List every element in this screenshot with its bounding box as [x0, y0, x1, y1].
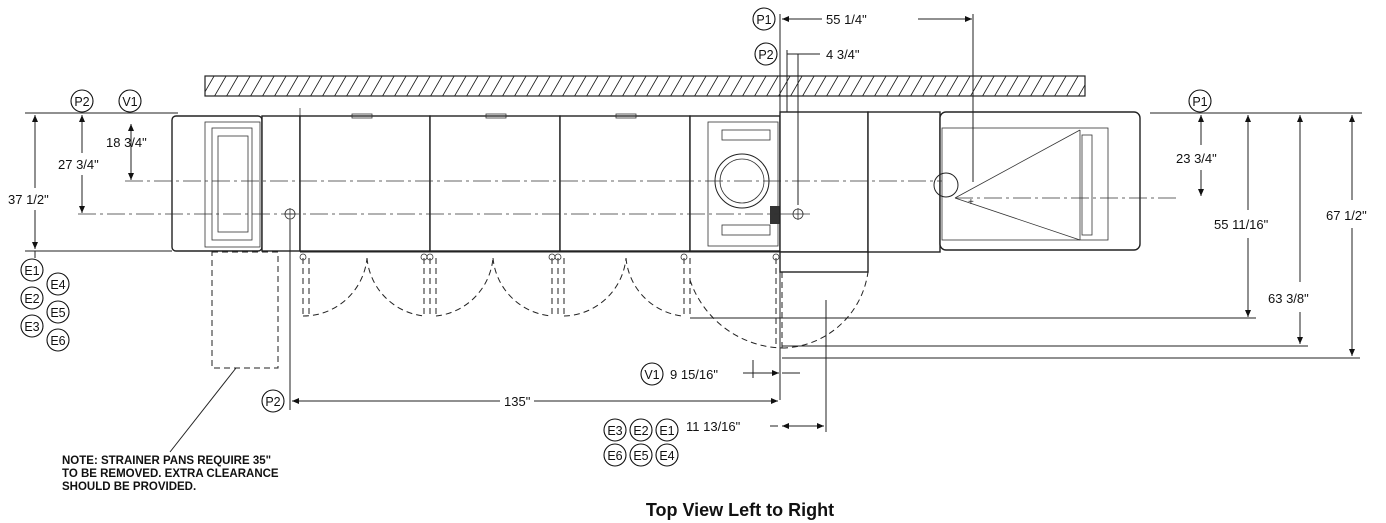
bubble-e4-bottom: E4 [659, 449, 674, 463]
bubble-e6-bottom: E6 [607, 449, 622, 463]
note-line-3: SHOULD BE PROVIDED. [62, 481, 197, 493]
bubble-e2-left: E2 [24, 292, 39, 306]
bubble-p2-left: P2 [74, 95, 89, 109]
note-line-1: NOTE: STRAINER PANS REQUIRE 35" [62, 455, 272, 467]
bubble-circles [20, 7, 1212, 467]
bubble-e3-bottom: E3 [607, 424, 622, 438]
bubble-v1-bottom: V1 [644, 368, 659, 382]
bubble-p2-top: P2 [758, 48, 773, 62]
bubble-labels: P1 P2 P2 V1 P1 E1 E4 E2 E5 E3 E6 V1 P2 E… [24, 13, 1207, 463]
bubble-p1-top: P1 [756, 13, 771, 27]
note-line-2: TO BE REMOVED. EXTRA CLEARANCE [62, 468, 279, 480]
bubble-p1-right: P1 [1192, 95, 1207, 109]
dim-18-3-4: 18 3/4" [106, 135, 147, 150]
bubble-e5-left: E5 [50, 306, 65, 320]
dim-67-1-2: 67 1/2" [1326, 208, 1367, 223]
dim-55-1-4: 55 1/4" [826, 12, 867, 27]
dimension-lines [25, 14, 1362, 453]
svg-text:+: + [968, 197, 974, 208]
bubble-e2-bottom: E2 [633, 424, 648, 438]
wall-hatch [204, 75, 1086, 97]
dim-11-13-16: 11 13/16" [686, 419, 741, 434]
drawing-caption: Top View Left to Right [645, 500, 835, 520]
connection-markers [284, 208, 804, 220]
door-swing-dashed [211, 251, 869, 369]
dim-27-3-4: 27 3/4" [58, 157, 99, 172]
bubble-e1-bottom: E1 [659, 424, 674, 438]
bubble-e4-left: E4 [50, 278, 65, 292]
dim-4-3-4: 4 3/4" [826, 47, 860, 62]
bubble-e1-left: E1 [24, 264, 39, 278]
bubble-e6-left: E6 [50, 334, 65, 348]
center-lines [78, 180, 1180, 215]
dim-63-3-8: 63 3/8" [1268, 291, 1309, 306]
bubble-v1-left: V1 [122, 95, 137, 109]
fryer-battery-outline: + [171, 108, 1141, 273]
dim-9-15-16: 9 15/16" [670, 367, 718, 382]
dim-55-11-16: 55 11/16" [1214, 217, 1269, 232]
bubble-e3-left: E3 [24, 320, 39, 334]
strainer-note: NOTE: STRAINER PANS REQUIRE 35" TO BE RE… [62, 455, 342, 494]
bubble-p2-bottom: P2 [265, 395, 280, 409]
dimension-labels: 55 1/4" 4 3/4" 18 3/4" 27 3/4" 37 1/2" 2… [8, 12, 1367, 434]
bubble-e5-bottom: E5 [633, 449, 648, 463]
dim-23-3-4: 23 3/4" [1176, 151, 1217, 166]
dim-37-1-2: 37 1/2" [8, 192, 49, 207]
dim-135: 135" [504, 394, 531, 409]
